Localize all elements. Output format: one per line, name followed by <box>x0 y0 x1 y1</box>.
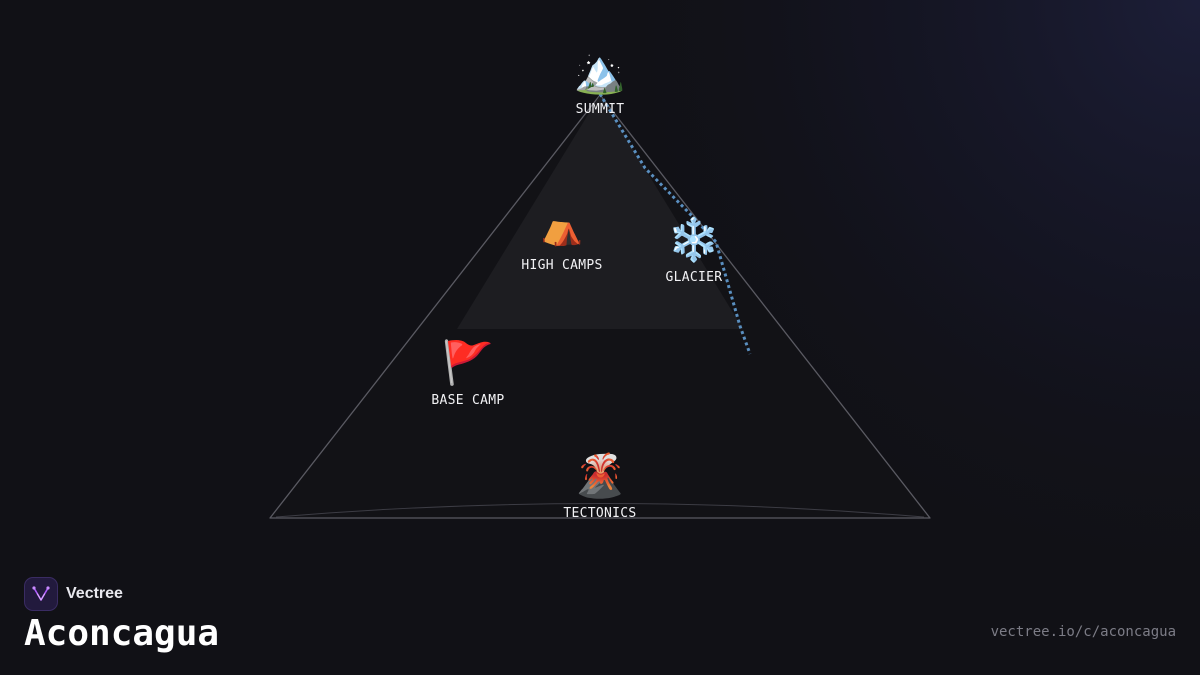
tent-icon: ⛺ <box>540 208 584 248</box>
snow-capped-mountain-icon: 🏔️ <box>573 47 627 96</box>
vectree-logo-icon <box>24 577 58 611</box>
ascent-route <box>598 93 752 355</box>
mountain-upper-section <box>457 95 743 329</box>
volcano-icon: 🌋 <box>573 451 627 500</box>
base-camp-label: BASE CAMP <box>431 393 505 408</box>
red-flag-icon: 🚩 <box>441 338 495 387</box>
snowflake-icon: ❄️ <box>667 215 721 264</box>
brand: Vectree <box>24 577 123 611</box>
brand-name: Vectree <box>66 585 123 602</box>
high-camps-node: ⛺ HIGH CAMPS <box>482 204 642 273</box>
glacier-label: GLACIER <box>665 270 723 285</box>
summit-node: 🏔️ SUMMIT <box>520 47 680 118</box>
tectonics-node: 🌋 TECTONICS <box>520 451 680 522</box>
page-url: vectree.io/c/aconcagua <box>990 624 1176 640</box>
page-title: Aconcagua <box>24 613 220 654</box>
glacier-node: ❄️ GLACIER <box>614 215 774 286</box>
base-camp-node: 🚩 BASE CAMP <box>388 338 548 409</box>
brand-row: Vectree <box>24 577 123 611</box>
high-camps-label: HIGH CAMPS <box>521 258 603 273</box>
mountain-base-arc <box>275 503 925 518</box>
summit-label: SUMMIT <box>575 102 625 117</box>
tectonics-label: TECTONICS <box>563 506 637 521</box>
